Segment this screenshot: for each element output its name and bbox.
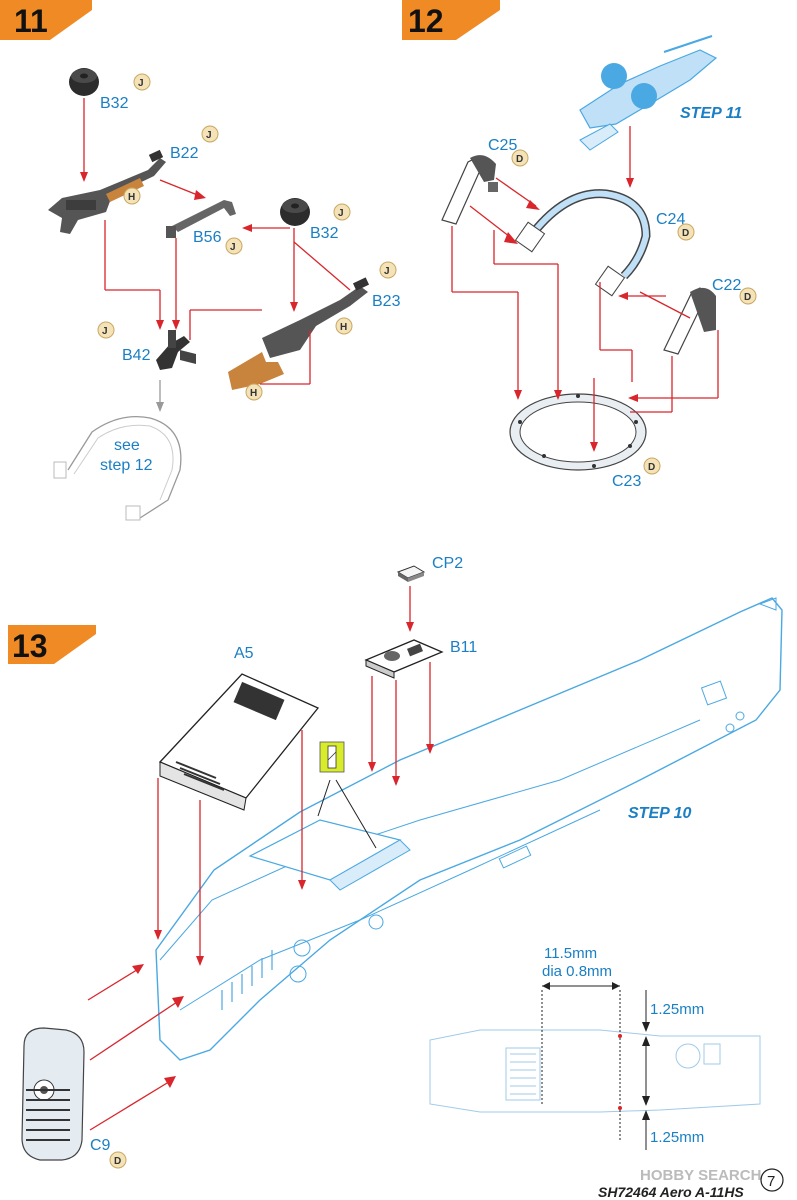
svg-text:J: J xyxy=(206,130,212,141)
part-a5-panel xyxy=(158,673,320,811)
svg-text:J: J xyxy=(102,326,108,337)
step-11-guides xyxy=(80,98,351,412)
step-13-diagram: STEP 10 A5 CP2 B11 xyxy=(21,555,783,1169)
part-ring-outline xyxy=(53,415,182,521)
badge-j-3: J xyxy=(225,237,243,255)
svg-text:D: D xyxy=(682,228,689,239)
badge-d-1: D xyxy=(511,149,529,167)
ref-step-10-label: STEP 10 xyxy=(628,805,692,822)
part-b32-drum-right xyxy=(280,198,310,226)
badge-d-4: D xyxy=(643,457,661,475)
detail-top-view xyxy=(429,982,761,1150)
part-c9-radiator xyxy=(21,1027,85,1161)
see-step-line1: see xyxy=(114,437,140,454)
see-step-line2: step 12 xyxy=(100,457,153,474)
badge-j-5: J xyxy=(379,261,397,279)
svg-text:D: D xyxy=(516,154,523,165)
badge-h-2: H xyxy=(335,317,353,335)
label-b42: B42 xyxy=(122,347,151,364)
svg-text:J: J xyxy=(338,208,344,219)
label-c23: C23 xyxy=(612,473,641,490)
part-b23-gun xyxy=(228,277,370,390)
label-b56: B56 xyxy=(193,229,222,246)
ref-step-11-assembly xyxy=(579,35,718,151)
dim-diameter: dia 0.8mm xyxy=(542,963,612,980)
svg-text:D: D xyxy=(114,1156,121,1167)
part-b56-bracket xyxy=(166,200,236,238)
badge-j-2: J xyxy=(201,125,219,143)
page-number: 7 xyxy=(767,1173,775,1190)
footer: HOBBY SEARCH SH72464 Aero A-11HS 7 xyxy=(598,1167,784,1200)
svg-text:D: D xyxy=(744,292,751,303)
part-c25 xyxy=(441,155,498,225)
badge-d-2: D xyxy=(677,223,695,241)
part-c22 xyxy=(663,287,716,355)
part-c24-ring xyxy=(514,189,651,297)
step-13-header: 13 xyxy=(8,625,96,664)
step-12-diagram: STEP 11 C25 C24 C22 xyxy=(441,35,757,490)
svg-text:J: J xyxy=(138,78,144,89)
badge-d-3: D xyxy=(739,287,757,305)
radiator-grille xyxy=(26,1089,70,1141)
step-11-diagram: B32 B22 B56 B32 B23 xyxy=(48,68,401,521)
label-c25: C25 xyxy=(488,137,517,154)
svg-text:H: H xyxy=(340,322,347,333)
detail-vents xyxy=(510,1053,536,1095)
part-b32-drum-top xyxy=(69,68,99,96)
badge-h-3: H xyxy=(245,383,263,401)
label-b11: B11 xyxy=(450,639,477,656)
badge-d-5: D xyxy=(109,1151,127,1169)
step-13-guides xyxy=(87,586,434,1131)
product-code: SH72464 Aero A-11HS xyxy=(598,1184,744,1200)
dim-top-spacing: 1.25mm xyxy=(650,1001,704,1018)
badge-j-6: J xyxy=(97,321,115,339)
dim-bottom-spacing: 1.25mm xyxy=(650,1129,704,1146)
label-b23: B23 xyxy=(372,293,401,310)
svg-text:J: J xyxy=(384,266,390,277)
step-11-number: 11 xyxy=(14,3,48,39)
badge-h-1: H xyxy=(123,187,141,205)
svg-text:D: D xyxy=(648,462,655,473)
part-b22-gun xyxy=(48,149,166,234)
label-cp2: CP2 xyxy=(432,555,463,572)
step-12-header: 12 xyxy=(402,0,500,40)
step-11-header: 11 xyxy=(0,0,92,40)
badge-j-1: J xyxy=(133,73,151,91)
label-b32-top: B32 xyxy=(100,95,129,112)
label-a5: A5 xyxy=(234,645,254,662)
part-b11 xyxy=(364,639,444,679)
part-cp2 xyxy=(396,565,426,582)
ref-step-11-label: STEP 11 xyxy=(680,105,742,122)
drill-marker xyxy=(317,741,377,849)
label-c24: C24 xyxy=(656,211,685,228)
badge-j-4: J xyxy=(333,203,351,221)
label-c22: C22 xyxy=(712,277,741,294)
watermark: HOBBY SEARCH xyxy=(640,1167,761,1184)
part-c23-ring xyxy=(509,393,647,471)
label-b22: B22 xyxy=(170,145,199,162)
fuselage-outline xyxy=(155,597,783,1061)
dim-length: 11.5mm xyxy=(544,945,597,962)
step-13-number: 13 xyxy=(12,628,48,664)
label-b32-right: B32 xyxy=(310,225,339,242)
fuselage-louvers xyxy=(221,950,273,1010)
step-12-guides xyxy=(451,126,719,452)
part-b42-mount xyxy=(156,330,196,370)
svg-text:J: J xyxy=(230,242,236,253)
svg-text:H: H xyxy=(128,192,135,203)
step-12-number: 12 xyxy=(408,3,444,39)
svg-text:H: H xyxy=(250,388,257,399)
label-c9: C9 xyxy=(90,1137,111,1154)
